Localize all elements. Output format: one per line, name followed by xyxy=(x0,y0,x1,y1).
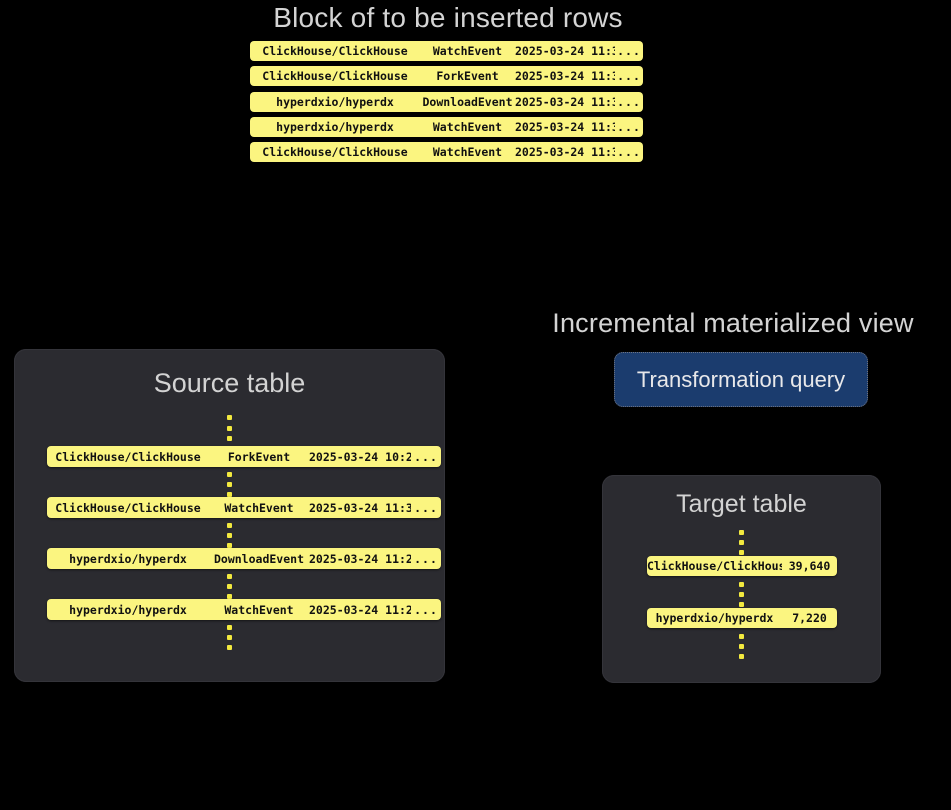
block-row: hyperdxio/hyperdx DownloadEvent 2025-03-… xyxy=(250,92,643,112)
row-time: 2025-03-24 11:32:54 xyxy=(309,500,411,515)
row-more-ellipsis: ... xyxy=(414,551,438,566)
row-more-ellipsis: ... xyxy=(617,145,641,159)
row-repo: ClickHouse/ClickHouse xyxy=(647,559,782,573)
vertical-ellipsis-icon xyxy=(226,625,232,650)
row-time: 2025-03-24 11:20:12 xyxy=(309,551,411,566)
row-count: 7,220 xyxy=(792,611,827,625)
table-row: ClickHouse/ClickHouse WatchEvent 2025-03… xyxy=(47,497,441,518)
table-row: ClickHouse/ClickHouse 39,640 xyxy=(647,556,837,576)
block-row: hyperdxio/hyperdx WatchEvent 2025-03-24 … xyxy=(250,117,643,137)
row-repo: ClickHouse/ClickHouse xyxy=(55,449,201,464)
block-row: ClickHouse/ClickHouse WatchEvent 2025-03… xyxy=(250,142,643,162)
row-event: WatchEvent xyxy=(432,120,503,134)
row-time: 2025-03-24 10:25:00 xyxy=(309,449,411,464)
row-repo: hyperdxio/hyperdx xyxy=(276,120,394,134)
source-table-title: Source table xyxy=(153,368,306,398)
row-event: WatchEvent xyxy=(432,145,503,159)
row-repo: hyperdxio/hyperdx xyxy=(276,95,394,109)
block-title: Block of to be inserted rows xyxy=(273,2,623,33)
vertical-ellipsis-icon xyxy=(738,530,744,555)
row-event: ForkEvent xyxy=(227,449,291,464)
target-table-title: Target table xyxy=(676,490,807,518)
row-time: 2025-03-24 11:35:48 xyxy=(515,95,615,109)
row-repo: hyperdxio/hyperdx xyxy=(69,602,187,617)
vertical-ellipsis-icon xyxy=(738,582,744,607)
table-row: hyperdxio/hyperdx DownloadEvent 2025-03-… xyxy=(47,548,441,569)
row-event: DownloadEvent xyxy=(213,551,304,566)
row-more-ellipsis: ... xyxy=(617,69,641,83)
row-more-ellipsis: ... xyxy=(414,602,438,617)
row-repo: hyperdxio/hyperdx xyxy=(69,551,187,566)
row-time: 2025-03-24 11:35:40 xyxy=(515,44,615,58)
row-time: 2025-03-24 11:35:44 xyxy=(515,69,615,83)
vertical-ellipsis-icon xyxy=(226,523,232,548)
materialized-view-title: Incremental materialized view xyxy=(552,308,914,338)
vertical-ellipsis-icon xyxy=(226,415,232,441)
vertical-ellipsis-icon xyxy=(738,634,744,659)
row-event: ForkEvent xyxy=(436,69,499,83)
vertical-ellipsis-icon xyxy=(226,472,232,497)
table-row: hyperdxio/hyperdx 7,220 xyxy=(647,608,837,628)
row-event: DownloadEvent xyxy=(422,95,513,109)
source-table-panel: Source table ClickHouse/ClickHouse ForkE… xyxy=(14,349,445,682)
row-repo: ClickHouse/ClickHouse xyxy=(262,44,408,58)
block-row: ClickHouse/ClickHouse WatchEvent 2025-03… xyxy=(250,41,643,61)
row-more-ellipsis: ... xyxy=(617,120,641,134)
row-repo: ClickHouse/ClickHouse xyxy=(55,500,201,515)
row-time: 2025-03-24 11:35:52 xyxy=(515,120,615,134)
row-count: 39,640 xyxy=(788,559,831,573)
transformation-query-box[interactable]: Transformation query xyxy=(614,352,868,407)
row-event: WatchEvent xyxy=(224,602,294,617)
row-time: 2025-03-24 11:28:32 xyxy=(309,602,411,617)
row-time: 2025-03-24 11:35:54 xyxy=(515,145,615,159)
row-event: WatchEvent xyxy=(224,500,294,515)
row-repo: ClickHouse/ClickHouse xyxy=(262,69,408,83)
row-repo: hyperdxio/hyperdx xyxy=(655,611,774,625)
row-repo: ClickHouse/ClickHouse xyxy=(262,145,408,159)
table-row: hyperdxio/hyperdx WatchEvent 2025-03-24 … xyxy=(47,599,441,620)
row-event: WatchEvent xyxy=(432,44,503,58)
row-more-ellipsis: ... xyxy=(617,95,641,109)
target-table-panel: Target table ClickHouse/ClickHouse 39,64… xyxy=(602,475,881,683)
row-more-ellipsis: ... xyxy=(414,500,438,515)
row-more-ellipsis: ... xyxy=(414,449,438,464)
vertical-ellipsis-icon xyxy=(226,574,232,599)
table-row: ClickHouse/ClickHouse ForkEvent 2025-03-… xyxy=(47,446,441,467)
row-more-ellipsis: ... xyxy=(617,44,641,58)
block-row: ClickHouse/ClickHouse ForkEvent 2025-03-… xyxy=(250,66,643,86)
